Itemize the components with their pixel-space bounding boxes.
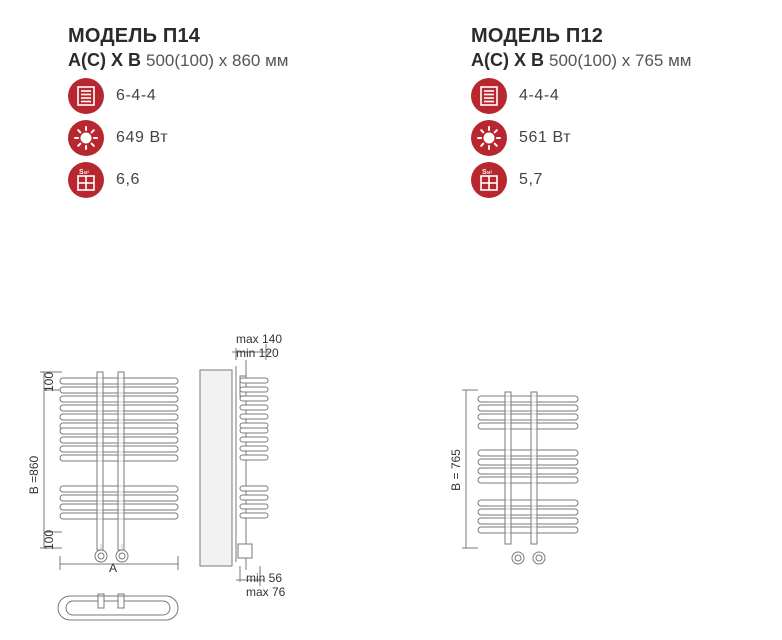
model-p12-block: МОДЕЛЬ П12 А(С) Х В 500(100) x 765 мм 4-… [471,24,691,199]
area-value: 5,7 [519,170,544,188]
p14-width-label: A [109,561,117,575]
spec-area: S м² 6,6 [68,160,288,199]
side-rail [239,436,269,443]
area-grid-icon: S м² [471,161,507,198]
side-rail [239,494,269,501]
side-rail [239,422,269,429]
sections-value: 6-4-4 [116,86,157,104]
spec-sections: 6-4-4 [68,76,288,115]
model-p14-block: МОДЕЛЬ П14 А(С) Х В 500(100) x 860 мм 6-… [68,24,288,199]
collector-pipe [530,391,538,545]
dims-value: 500(100) x 765 мм [549,51,692,70]
spec-sections: 4-4-4 [471,76,691,115]
side-rail [239,404,269,411]
side-rail [239,386,269,393]
svg-text:S: S [79,169,84,176]
p14-top-offset-label: 100 [42,372,56,392]
model-title: МОДЕЛЬ П14 [68,25,201,47]
technical-drawings: В =860 100 100 A max 140 min 120 min 56 … [27,332,579,621]
collector-pipe [117,371,125,551]
side-min-top-label: min 120 [236,346,279,360]
area-value: 6,6 [116,170,141,188]
p12-rail [477,526,579,534]
side-rail [239,503,269,510]
spec-power: 649 Вт [68,118,288,157]
sections-list-icon [68,77,104,114]
model-title: МОДЕЛЬ П12 [471,25,604,47]
sun-heat-icon [68,119,104,156]
p12-rail [477,508,579,516]
area-grid-icon: S м² [68,161,104,198]
p12-rail [477,517,579,525]
dims-value: 500(100) x 860 мм [146,51,289,70]
p14-height-label: В =860 [27,455,41,494]
dims-label: А(С) Х В [471,50,544,70]
p12-rail [477,467,579,475]
p12-rail [477,476,579,484]
p12-rail [477,499,579,507]
p12-height-label: В = 765 [449,449,463,491]
side-min-bottom-label: min 56 [246,571,282,585]
spec-area: S м² 5,7 [471,160,691,199]
side-rail [239,445,269,452]
p12-rail [477,395,579,403]
side-max-top-label: max 140 [236,332,282,346]
collector-pipe [504,391,512,545]
power-value: 561 Вт [519,128,572,146]
side-rail [239,427,269,434]
collector-pipe [96,371,104,551]
p12-rail [477,413,579,421]
side-rail [239,454,269,461]
svg-text:м²: м² [84,170,89,176]
sections-value: 4-4-4 [519,86,560,104]
sections-list-icon [471,77,507,114]
p12-rail [477,404,579,412]
p12-rail [477,449,579,457]
svg-text:S: S [482,169,487,176]
sun-heat-icon [471,119,507,156]
model-dimensions: А(С) Х В 500(100) x 860 мм [68,48,288,73]
side-rail [239,395,269,402]
side-rail [239,377,269,384]
model-dimensions: А(С) Х В 500(100) x 765 мм [471,48,691,73]
side-rail [239,485,269,492]
side-rail [239,413,269,420]
spec-power: 561 Вт [471,118,691,157]
p14-bottom-offset-label: 100 [42,530,56,550]
dims-label: А(С) Х В [68,50,141,70]
side-rail [239,512,269,519]
p12-rail [477,422,579,430]
svg-text:м²: м² [487,170,492,176]
power-value: 649 Вт [116,128,169,146]
side-max-bottom-label: max 76 [246,585,286,599]
p12-rail [477,458,579,466]
